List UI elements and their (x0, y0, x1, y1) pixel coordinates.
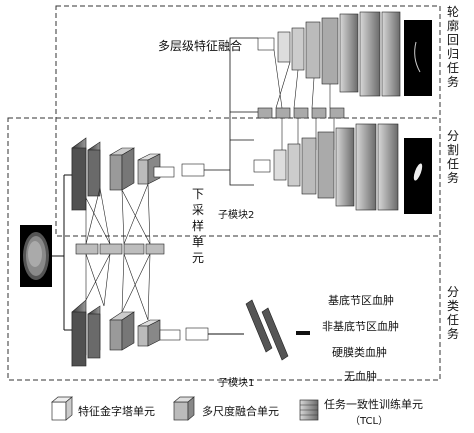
segmentation-output-image (404, 138, 432, 214)
segmentation-task-region (7, 117, 441, 381)
legend-label: 特征金字塔单元 (78, 404, 155, 418)
vertical-char: 廓 (447, 18, 459, 33)
legend: 特征金字塔单元 多尺度融合单元 任务一致性训练单元 （TCL） (51, 396, 423, 427)
vertical-char: 割 (447, 142, 459, 157)
downsampling-char-5: 元 (192, 251, 204, 265)
class-label: 基底节区血肿 (328, 293, 394, 307)
class-label: 硬膜类血肿 (332, 345, 387, 359)
multi-level-fusion-label: 多层级特征融合 (158, 38, 242, 53)
vertical-char: 任 (447, 61, 459, 75)
vertical-char: 分 (447, 129, 459, 143)
downsampling-char-3: 样 (192, 218, 204, 233)
segmentation-decoder-blocks (253, 123, 399, 211)
legend-label-tcl: 任务一致性训练单元 (324, 397, 423, 411)
vertical-char: 轮 (447, 5, 459, 19)
vertical-char: 务 (447, 74, 459, 89)
lower-encoder-blocks (71, 299, 209, 367)
class-label: 非基底节区血肿 (322, 319, 399, 333)
vertical-char: 务 (447, 326, 459, 341)
legend-item-multi-scale-fusion: 多尺度融合单元 (173, 396, 279, 421)
downsampling-char-1: 下 (192, 187, 204, 201)
vertical-char: 回 (447, 33, 459, 47)
downsampling-char-4: 单 (192, 235, 204, 249)
vertical-char: 任 (447, 313, 459, 327)
legend-label: 多尺度融合单元 (202, 404, 279, 418)
downsampling-unit-label: 下 采 样 单 元 (192, 187, 204, 265)
submodule-1-label: 子模块1 (218, 377, 254, 389)
upper-encoder-blocks (71, 137, 205, 211)
vertical-char: 归 (447, 47, 459, 61)
vertical-char: 分 (447, 285, 459, 299)
fully-connected-bar-2 (261, 307, 289, 361)
vertical-char: 任 (447, 157, 459, 171)
fully-connected-bar-1 (245, 299, 273, 353)
contour-decoder-blocks (257, 11, 401, 97)
contour-output-image (404, 20, 432, 96)
class-output-mark (296, 331, 310, 335)
downsampling-char-2: 采 (192, 203, 204, 217)
input-branch-lines (52, 174, 72, 331)
multi-scale-fusion-row (257, 107, 345, 119)
legend-item-feature-pyramid: 特征金字塔单元 (51, 396, 155, 421)
submodule-2-label: 子模块2 (218, 209, 254, 221)
pyramid-connection-lines (85, 183, 151, 321)
vertical-char: 类 (447, 299, 459, 313)
legend-label-tcl-abbr: （TCL） (350, 415, 388, 427)
legend-item-tcl: 任务一致性训练单元 （TCL） (299, 397, 423, 427)
downsampling-blocks (75, 243, 165, 255)
vertical-char: 务 (447, 170, 459, 185)
class-label: 无血肿 (344, 369, 377, 383)
input-ct-image (20, 225, 52, 287)
branch-link-lines (204, 37, 260, 186)
